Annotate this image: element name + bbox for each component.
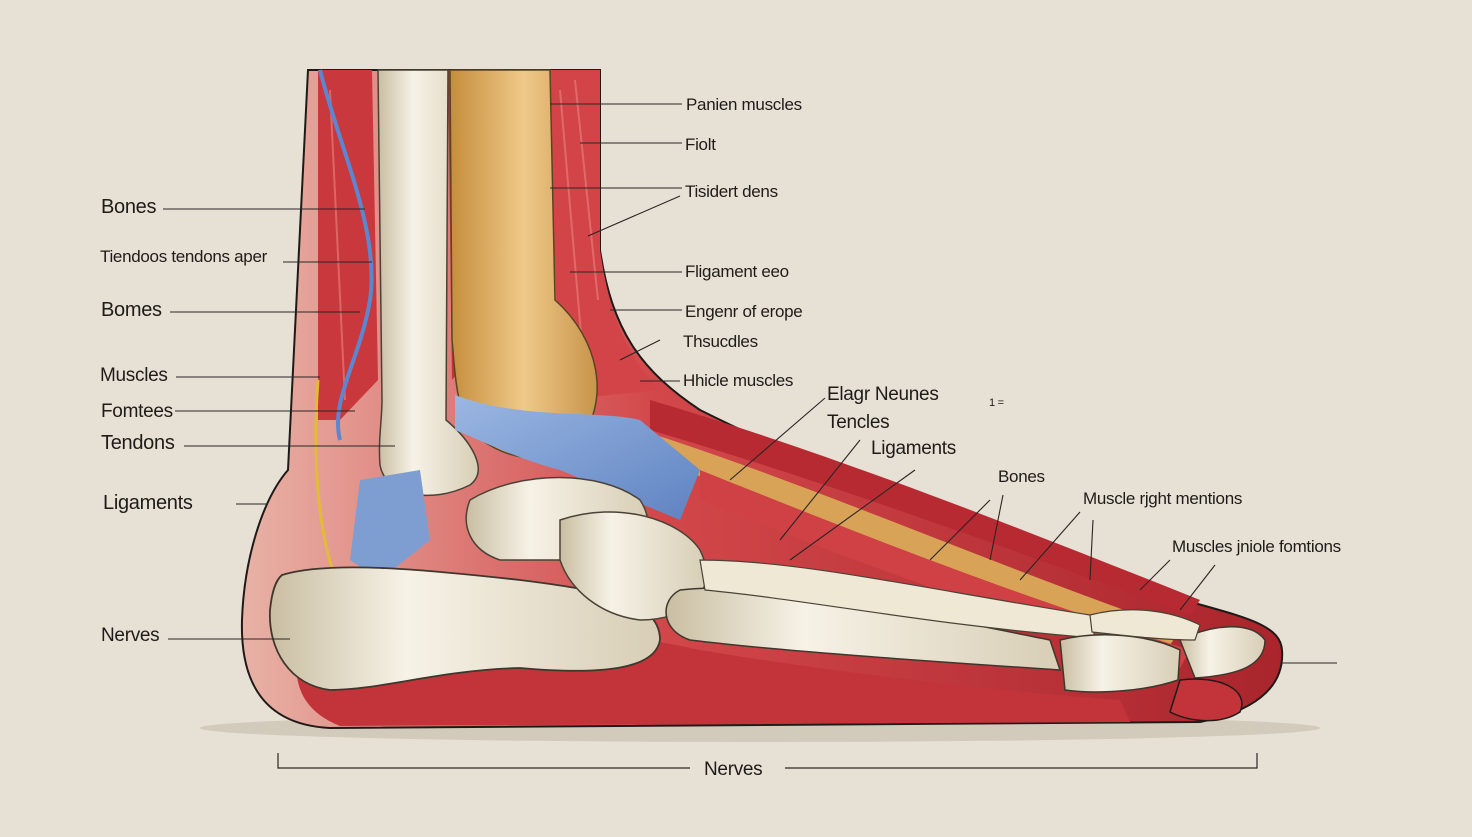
leader-line — [1179, 564, 1216, 611]
label-right: Muscle rjght mentions — [1083, 489, 1243, 508]
leader-lines — [163, 103, 1337, 664]
stray-mark: 1 = — [989, 397, 1004, 409]
calcaneus-bone — [269, 566, 661, 691]
label-left: Bones — [101, 196, 157, 218]
label-right: Panien muscles — [686, 95, 802, 114]
label-left: Bomes — [101, 299, 162, 321]
leader-line — [729, 397, 826, 481]
leader-line — [1089, 519, 1094, 581]
label-right: Fiolt — [685, 135, 716, 154]
leader-line — [779, 439, 861, 541]
label-right: Tisidert dens — [685, 182, 778, 201]
leader-line — [587, 195, 681, 237]
label-right: Hhicle muscles — [683, 371, 794, 390]
label-right: Engenr of erope — [685, 302, 803, 321]
toe-muscle-pad — [1169, 678, 1243, 722]
label-right: Elagr Neunes — [827, 384, 939, 405]
label-right: Muscles jniole fomtions — [1172, 537, 1341, 556]
leader-line — [789, 469, 916, 561]
leader-line — [1139, 559, 1171, 591]
leg-muscle-fibres — [329, 79, 599, 401]
label-right: Thsucdles — [683, 332, 758, 351]
label-left: Tendons — [101, 432, 175, 454]
label-left: Nerves — [101, 625, 160, 646]
dorsal-muscle — [650, 400, 1200, 615]
dorsal-tendon — [640, 430, 1180, 645]
nerve-blue — [318, 69, 374, 441]
label-left: Tiendoos tendons aper — [100, 247, 267, 266]
leader-line — [619, 339, 661, 361]
phalanx-bone — [1059, 634, 1181, 693]
label-right: Tencles — [827, 412, 890, 433]
leader-line — [1019, 511, 1081, 581]
phalanx-bone — [1179, 626, 1266, 679]
phalanx-bone — [1089, 609, 1201, 641]
label-left: Fomtees — [101, 401, 173, 422]
label-right: Fligament eeo — [685, 262, 789, 281]
label-right: Bones — [998, 467, 1045, 486]
bottom-bracket — [277, 753, 1258, 769]
label-right: Ligaments — [871, 438, 956, 459]
bottom-label: Nerves — [704, 759, 763, 780]
leg-muscle-band — [548, 70, 660, 400]
label-left: Ligaments — [103, 492, 193, 514]
medial-ligament — [350, 470, 430, 580]
label-left: Muscles — [100, 365, 168, 386]
ankle-ligament — [455, 395, 700, 520]
leader-line — [989, 494, 1004, 561]
leader-line — [929, 499, 991, 561]
